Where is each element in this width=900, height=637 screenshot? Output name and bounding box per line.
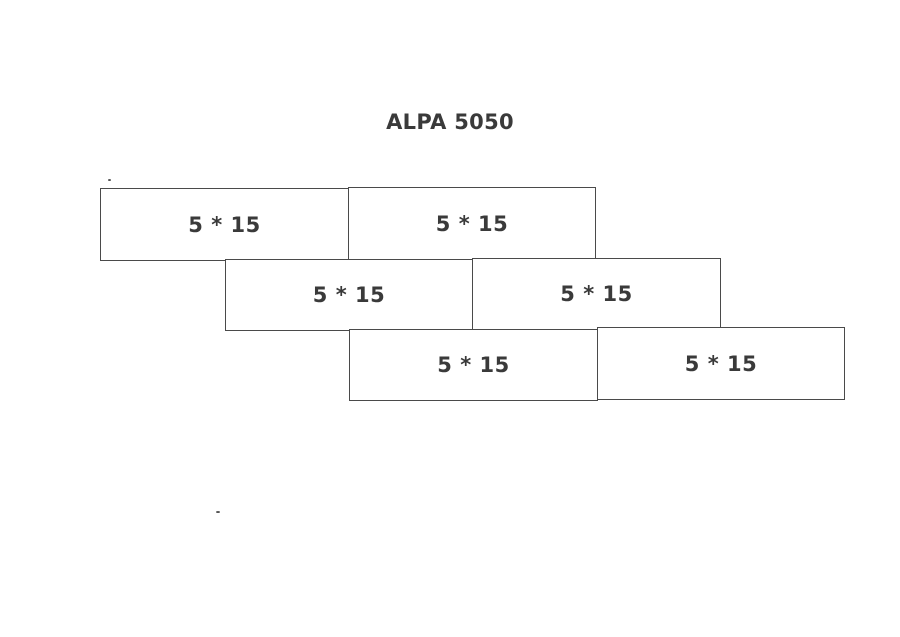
diagram-title: ALPA 5050 xyxy=(386,110,514,134)
tile-label: 5 * 15 xyxy=(560,282,633,306)
scan-speck xyxy=(108,179,111,181)
tile-label: 5 * 15 xyxy=(188,212,261,237)
tile-label: 5 * 15 xyxy=(312,283,386,307)
tile-row2-left: 5 * 15 xyxy=(225,259,473,331)
tile-row1-right: 5 * 15 xyxy=(348,187,596,260)
tile-label: 5 * 15 xyxy=(435,211,509,236)
tile-row3-right: 5 * 15 xyxy=(597,327,845,400)
tile-row1-left: 5 * 15 xyxy=(100,188,349,261)
tile-label: 5 * 15 xyxy=(437,353,510,377)
tile-label: 5 * 15 xyxy=(684,351,758,376)
tile-row2-right: 5 * 15 xyxy=(472,258,721,330)
tile-row3-left: 5 * 15 xyxy=(349,329,598,401)
scan-speck xyxy=(216,511,220,513)
